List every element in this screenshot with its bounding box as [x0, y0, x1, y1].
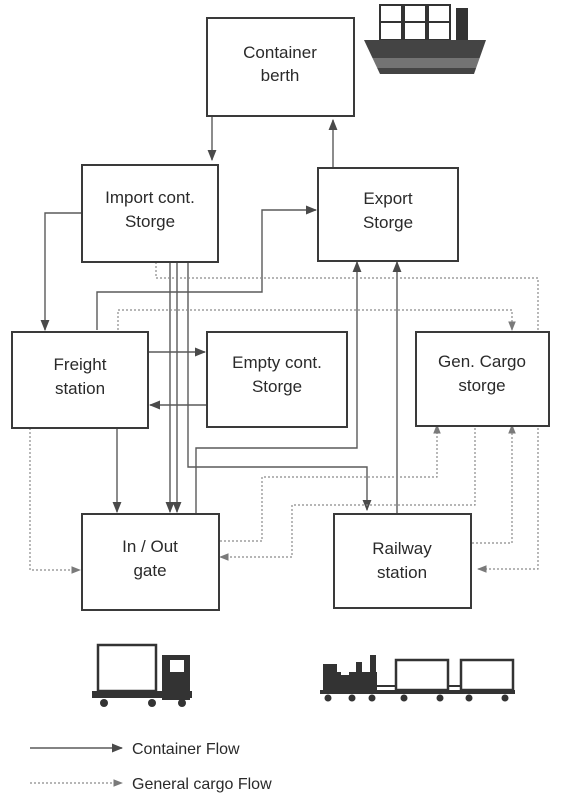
node-label-line2: berth: [261, 66, 300, 85]
node-railway-station: Railway station: [333, 513, 472, 609]
node-freight-station: Freight station: [11, 331, 149, 429]
node-label-line2: station: [55, 379, 105, 398]
node-label-line2: Storge: [363, 213, 413, 232]
truck-icon: [92, 643, 192, 707]
train-icon: [320, 655, 515, 702]
legend: Container Flow General cargo Flow: [30, 741, 272, 793]
node-export-storage: Export Storge: [317, 167, 459, 262]
node-label-line1: In / Out: [122, 537, 178, 556]
node-container-berth: Container berth: [206, 17, 355, 117]
node-label-line1: Container: [243, 43, 317, 62]
node-gen-cargo-storage: Gen. Cargo storge: [415, 331, 550, 427]
node-import-storage: Import cont. Storge: [81, 164, 219, 263]
node-label-line1: Gen. Cargo: [438, 352, 526, 371]
node-label-line2: station: [377, 563, 427, 582]
node-label-line1: Import cont.: [105, 188, 195, 207]
node-label-line1: Empty cont.: [232, 353, 322, 372]
container-flow-lines: [40, 117, 402, 514]
node-label-line1: Export: [363, 189, 412, 208]
ship-icon: [364, 4, 486, 74]
node-label-line2: storge: [458, 376, 505, 395]
node-label-line1: Railway: [372, 539, 432, 558]
legend-container-flow: Container Flow: [132, 741, 240, 758]
node-label-line2: Storge: [125, 212, 175, 231]
node-in-out-gate: In / Out gate: [81, 513, 220, 611]
legend-general-cargo-flow: General cargo Flow: [132, 776, 272, 793]
node-empty-storage: Empty cont. Storge: [206, 331, 348, 428]
node-label-line2: Storge: [252, 377, 302, 396]
node-label-line2: gate: [133, 561, 166, 580]
node-label-line1: Freight: [54, 355, 107, 374]
